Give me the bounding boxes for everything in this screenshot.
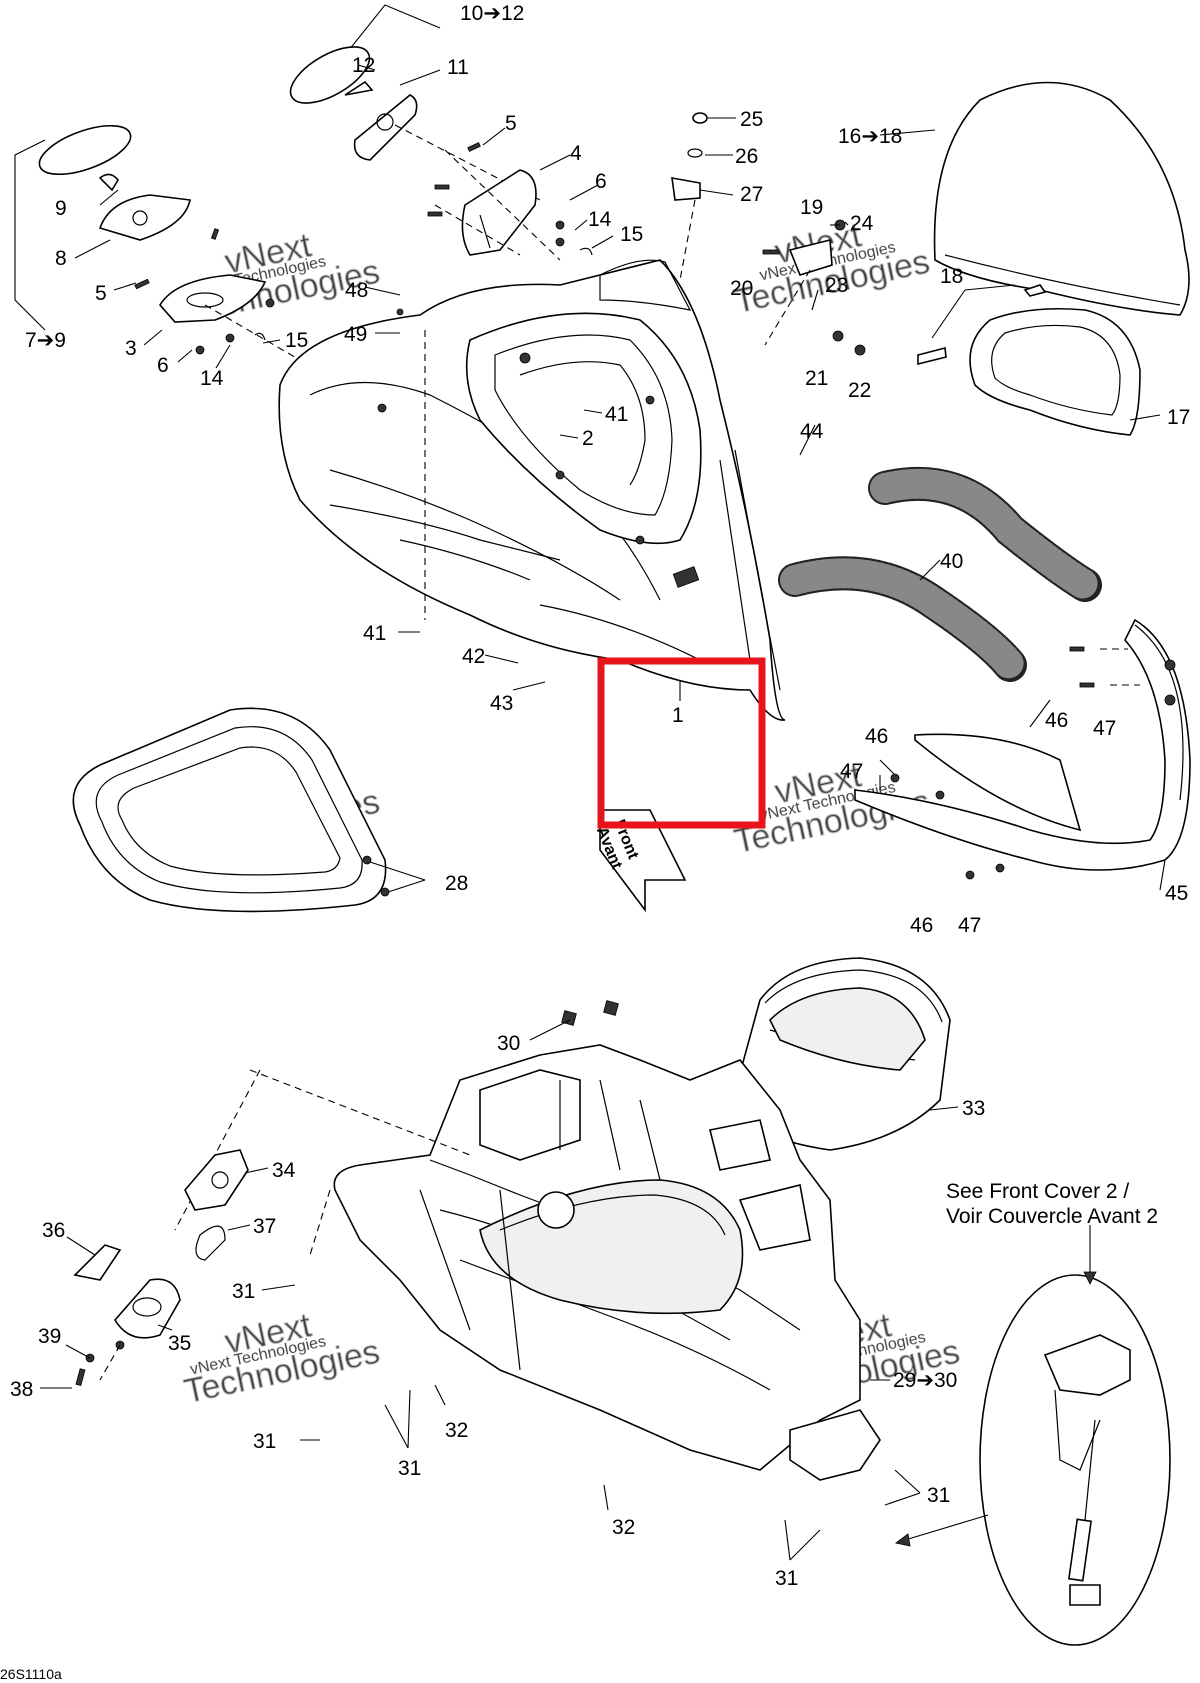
callout-17: 17	[1167, 406, 1190, 429]
small-fasteners-top	[134, 142, 593, 355]
front-bumper	[854, 618, 1191, 880]
callout-19: 19	[800, 196, 823, 219]
callout-28: 28	[445, 872, 468, 895]
callout-29-30: 29➔30	[893, 1369, 957, 1392]
storage-seal	[72, 707, 390, 913]
callout-16-18: 16➔18	[838, 125, 902, 148]
callout-31e: 31	[775, 1567, 798, 1590]
air-hoses	[778, 466, 1102, 682]
callout-22: 22	[848, 379, 871, 402]
callout-12: 12	[352, 54, 375, 77]
callout-41b: 41	[363, 622, 386, 645]
callout-46: 46	[1045, 709, 1068, 732]
callout-21: 21	[805, 367, 828, 390]
callout-32: 32	[445, 1419, 468, 1442]
callout-31b: 31	[253, 1430, 276, 1453]
callout-34: 34	[272, 1159, 296, 1182]
mirror-assembly-left	[14, 124, 301, 361]
callout-38: 38	[10, 1378, 33, 1401]
callout-6: 6	[595, 170, 607, 193]
glove-box-bin	[729, 957, 951, 1151]
callout-8: 8	[55, 247, 67, 270]
windshield	[933, 81, 1190, 316]
callout-5: 5	[505, 112, 517, 135]
windshield-mount	[671, 112, 866, 356]
callout-35: 35	[168, 1332, 191, 1355]
see-front-cover-note: See Front Cover 2 / Voir Couvercle Avant…	[946, 1180, 1158, 1228]
callout-49: 49	[344, 323, 367, 346]
callout-33: 33	[962, 1097, 985, 1120]
callout-43: 43	[490, 692, 513, 715]
callout-46b: 46	[865, 725, 888, 748]
callout-31d: 31	[927, 1484, 950, 1507]
callout-15: 15	[620, 223, 643, 246]
detail-callout	[895, 1225, 1171, 1646]
callout-18: 18	[940, 265, 963, 288]
callout-41: 41	[605, 403, 628, 426]
callout-45: 45	[1165, 882, 1188, 905]
latch-components	[73, 1149, 249, 1386]
callout-11: 11	[447, 56, 469, 79]
callout-14: 14	[588, 208, 612, 231]
callout-24: 24	[850, 212, 874, 235]
front-cover	[278, 259, 786, 721]
callout-14b: 14	[200, 367, 224, 390]
mirror-assembly-right	[289, 4, 541, 201]
callout-42: 42	[462, 645, 485, 668]
callout-25: 25	[740, 108, 763, 131]
note-line-1: See Front Cover 2 /	[946, 1180, 1129, 1203]
front-support-frame	[174, 1000, 881, 1481]
callout-48: 48	[345, 279, 368, 302]
callout-44: 44	[800, 420, 824, 443]
callout-31c: 31	[398, 1457, 421, 1480]
callout-39: 39	[38, 1325, 61, 1348]
callout-46c: 46	[910, 914, 933, 937]
callout-47c: 47	[958, 914, 981, 937]
callout-31: 31	[232, 1280, 255, 1303]
highlight-box	[597, 657, 766, 829]
callout-20: 20	[730, 277, 753, 300]
callout-37: 37	[253, 1215, 276, 1238]
callout-26: 26	[735, 145, 758, 168]
callout-labels: 10➔12 12 11 5 4 6 14 15 9 8 5 3 6 14 15 …	[10, 2, 1190, 1590]
callout-2: 2	[582, 427, 594, 450]
callout-47b: 47	[840, 760, 863, 783]
callout-36: 36	[42, 1219, 65, 1242]
callout-30: 30	[497, 1032, 520, 1055]
callout-4: 4	[570, 142, 582, 165]
callout-40: 40	[940, 550, 963, 573]
callout-6b: 6	[157, 354, 169, 377]
callout-1: 1	[672, 704, 684, 727]
callout-32b: 32	[612, 1516, 635, 1539]
leader-lines	[40, 64, 1166, 1561]
callout-5b: 5	[95, 282, 107, 305]
mirror-bracket	[434, 149, 561, 261]
callout-9: 9	[55, 197, 67, 220]
note-line-2: Voir Couvercle Avant 2	[946, 1205, 1158, 1228]
callout-47: 47	[1093, 717, 1116, 740]
callout-3: 3	[125, 337, 137, 360]
callout-15b: 15	[285, 329, 308, 352]
callout-27: 27	[740, 183, 763, 206]
windshield-seal	[917, 284, 1141, 436]
figure-code: 26S1110a	[0, 1666, 62, 1682]
callout-23: 23	[825, 274, 848, 297]
callout-10-12: 10➔12	[460, 2, 524, 25]
callout-7-9: 7➔9	[25, 329, 66, 352]
